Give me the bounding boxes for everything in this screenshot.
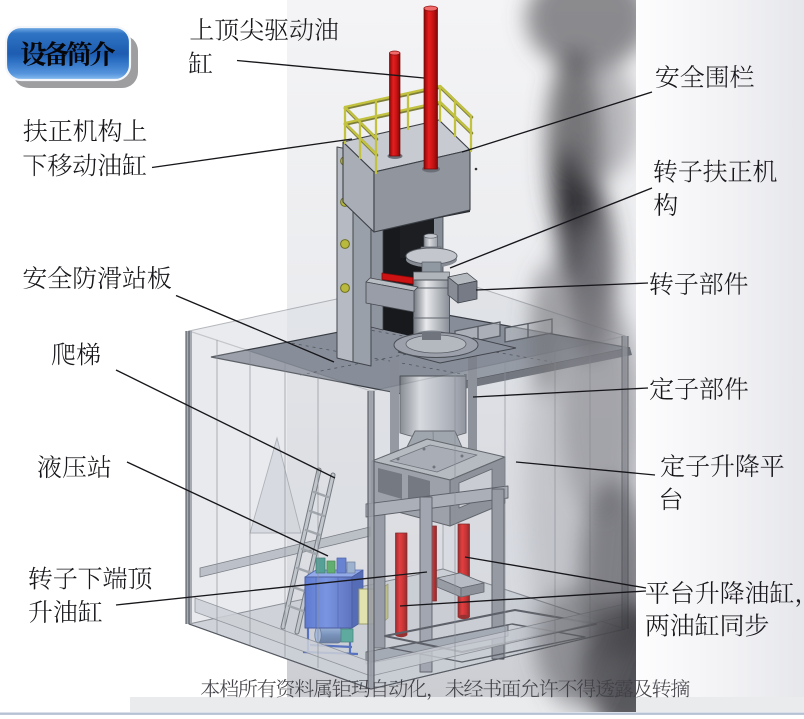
label-centering-mech-lift-cylinder: 扶正机构上 下移动油缸: [23, 115, 148, 182]
lift-tower: [365, 355, 597, 673]
badge-label-text: 设备简介: [21, 37, 113, 74]
leader-line: [472, 387, 649, 398]
leader-lines: [115, 59, 656, 607]
leader-line: [464, 556, 647, 589]
leader-line: [151, 138, 353, 169]
label-rotor-centering-mechanism: 转子扶正机 构: [654, 155, 779, 222]
rotor-base: [393, 332, 517, 364]
label-stator-lift-platform: 定子升降平 台: [661, 450, 786, 517]
leader-line: [475, 282, 649, 291]
smoke-shadow: [525, 0, 636, 712]
leader-line: [461, 91, 653, 153]
leader-line: [236, 59, 425, 79]
label-stator-assembly: 定子部件: [650, 373, 750, 407]
label-rotor-assembly: 转子部件: [650, 268, 750, 302]
label-safety-fence: 安全围栏: [656, 61, 756, 95]
leader-line: [515, 461, 656, 476]
red-bar: [381, 272, 414, 285]
watermark-text: 本档所有资料属钜玛自动化，未经书面允许不得透露及转摘: [201, 675, 690, 704]
leader-line: [115, 369, 336, 479]
leader-line: [126, 461, 329, 557]
top-drive-rods: [387, 5, 440, 173]
leader-line: [399, 590, 647, 607]
label-platform-lift-cylinders: 平台升降油缸， 两油缸同步: [646, 577, 804, 678]
label-hydraulic-station: 液压站: [38, 451, 113, 485]
press-head: [342, 119, 478, 258]
leader-line: [449, 187, 653, 269]
label-ladder: 爬梯: [52, 338, 102, 372]
label-anti-slip-platform: 安全防滑站板: [23, 262, 172, 296]
tower-frame: [365, 485, 597, 673]
footer-rule: [0, 712, 804, 715]
cage-ladder: [280, 467, 336, 635]
label-top-tip-drive-cylinder: 上顶尖驱动油 缸: [190, 14, 339, 81]
safety-fence-railing: [343, 84, 474, 175]
leader-line: [115, 571, 428, 606]
hydraulic-valves: [315, 557, 356, 574]
rotor-side-bracket: [447, 272, 478, 304]
rotor-support-arm: [365, 277, 419, 313]
label-rotor-bottom-jack-cylinder: 转子下端顶 升油缸: [29, 562, 154, 629]
leader-line: [175, 294, 335, 363]
